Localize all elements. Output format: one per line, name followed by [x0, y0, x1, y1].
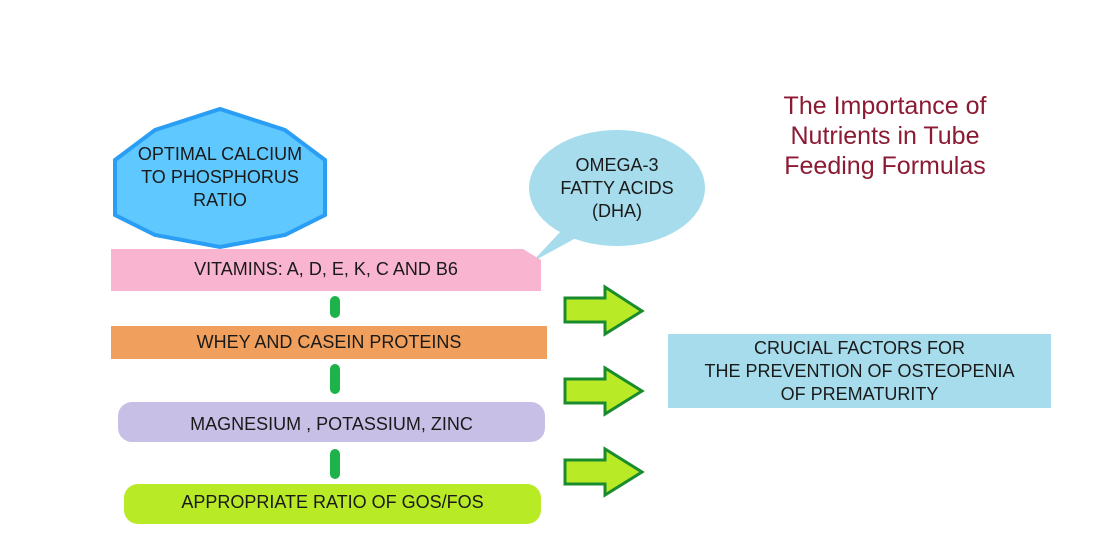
minerals-text: MAGNESIUM , POTASSIUM, ZINC	[190, 413, 473, 434]
vitamins-text: VITAMINS: A, D, E, K, C AND B6	[194, 258, 458, 279]
connector-dash	[330, 364, 340, 394]
gos-fos-text: APPROPRIATE RATIO OF GOS/FOS	[181, 491, 484, 512]
connector-dash	[330, 449, 340, 479]
arrow-right-icon	[563, 284, 645, 337]
calcium-phosphorus-hexagon	[113, 106, 327, 250]
proteins-bar	[111, 326, 547, 359]
hexagon-text: OPTIMAL CALCIUM TO PHOSPHORUS RATIO	[137, 143, 303, 210]
arrow-right-icon	[563, 446, 645, 498]
bubble-text: OMEGA-3 FATTY ACIDS (DHA)	[560, 154, 674, 221]
omega3-bubble	[529, 130, 705, 246]
result-box	[668, 334, 1051, 408]
diagram-title: The Importance of Nutrients in Tube Feed…	[783, 92, 987, 180]
result-text: CRUCIAL FACTORS FOR THE PREVENTION OF OS…	[704, 337, 1015, 404]
proteins-text: WHEY AND CASEIN PROTEINS	[196, 332, 462, 352]
connector-dash	[330, 296, 340, 318]
gos-fos-bar	[124, 484, 541, 524]
vitamins-bar	[111, 249, 541, 291]
arrow-right-icon	[563, 365, 645, 417]
minerals-bar	[118, 402, 545, 442]
